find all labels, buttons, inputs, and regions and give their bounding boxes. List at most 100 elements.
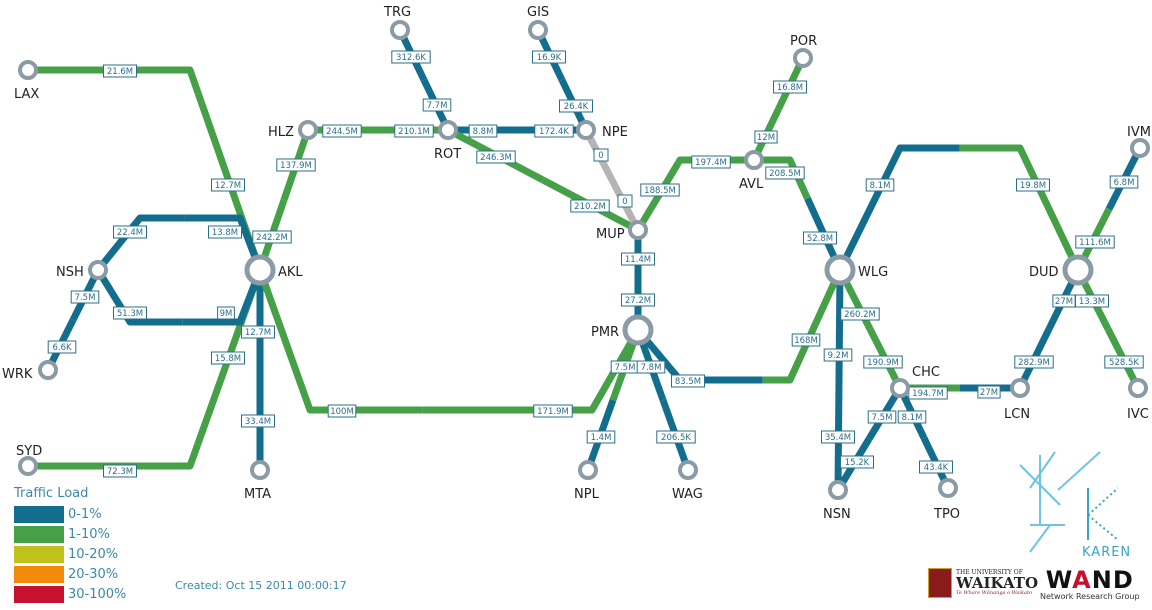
node-por[interactable]: [793, 48, 813, 68]
node-label-pmr: PMR: [591, 325, 619, 340]
node-label-wlg: WLG: [858, 265, 888, 280]
node-syd[interactable]: [18, 456, 38, 476]
link-label-box: [476, 150, 516, 164]
node-akl[interactable]: [244, 254, 276, 286]
link-label-box: [691, 155, 731, 169]
link-label-avl-wlg-back: 52.8M: [803, 231, 837, 245]
node-label-tpo: TPO: [933, 507, 960, 522]
link-label-box: [791, 333, 821, 347]
link-label-box: [977, 385, 1001, 399]
link-label-trg-rot-out: 312.6K: [391, 50, 431, 64]
node-label-lcn: LCN: [1004, 407, 1030, 422]
link-label-box: [1075, 235, 1115, 249]
link-label-box: [803, 231, 837, 245]
link-label-dud-lcn-out: 27M: [1052, 294, 1076, 308]
waikato-name: WAIKATO: [956, 574, 1039, 592]
link-label-nsh-akl-top-back: 13.8M: [208, 225, 242, 239]
link-label-box: [208, 225, 242, 239]
karen-wordmark: KAREN: [1082, 545, 1131, 560]
node-dud[interactable]: [1062, 254, 1094, 286]
link-label-akl-pmr-back: 171.9M: [533, 404, 573, 418]
link-label-box: [1016, 178, 1050, 192]
link-nsh-akl-bot-out: [95, 268, 183, 326]
node-npe[interactable]: [576, 120, 596, 140]
link-label-text: 210.1M: [398, 127, 430, 137]
node-mup[interactable]: [628, 220, 648, 240]
link-akl-pmr-out: [256, 268, 423, 414]
node-nsh[interactable]: [88, 260, 108, 280]
node-mta[interactable]: [250, 460, 270, 480]
link-label-text: 1.4M: [591, 433, 612, 443]
link-label-box: [276, 158, 316, 172]
link-label-mup-avl-out: 188.5M: [640, 183, 680, 197]
node-ivm[interactable]: [1130, 138, 1150, 158]
node-label-hlz: HLZ: [268, 125, 294, 140]
link-label-wlg-nsn-back: 35.4M: [821, 430, 855, 444]
link-label-box: [241, 325, 275, 339]
link-label-box: [863, 355, 903, 369]
link-label-syd-akl-back: 15.8M: [211, 351, 245, 365]
wand-a: A: [1072, 566, 1092, 594]
link-label-chc-nsn-out: 7.5M: [867, 410, 897, 424]
node-lcn[interactable]: [1010, 378, 1030, 398]
links-layer: [28, 28, 1144, 492]
link-label-nsh-akl-bot-out: 51.3M: [113, 306, 147, 320]
node-label-gis: GIS: [527, 5, 549, 20]
wand-nd: ND: [1091, 566, 1134, 594]
node-tpo[interactable]: [938, 478, 958, 498]
link-label-box: [422, 98, 452, 112]
link-label-text: 52.8M: [807, 234, 833, 244]
link-label-text: 19.8M: [1020, 181, 1046, 191]
link-label-box: [867, 410, 897, 424]
link-label-hlz-rot-back: 210.1M: [394, 124, 434, 138]
legend-item: 0-1%: [14, 505, 126, 523]
node-label-ivc: IVC: [1127, 407, 1149, 422]
node-chc[interactable]: [890, 378, 910, 398]
legend-swatch: [14, 545, 64, 563]
link-label-text: 9.2M: [828, 351, 849, 361]
link-label-text: 246.3M: [480, 153, 512, 163]
node-ivc[interactable]: [1128, 378, 1148, 398]
link-label-box: [1109, 175, 1139, 189]
node-wlg[interactable]: [824, 254, 856, 286]
node-label-wag: WAG: [672, 487, 703, 502]
node-npl[interactable]: [578, 460, 598, 480]
link-label-box: [821, 430, 855, 444]
link-label-chc-nsn-back: 15.2K: [840, 455, 874, 469]
link-label-text: 188.5M: [644, 186, 676, 196]
node-trg[interactable]: [390, 20, 410, 40]
node-label-npe: NPE: [602, 125, 628, 140]
link-label-box: [211, 178, 245, 192]
link-label-text: 6.6K: [52, 343, 72, 353]
node-hlz[interactable]: [298, 120, 318, 140]
link-label-box: [636, 360, 666, 374]
node-lax[interactable]: [18, 60, 38, 80]
link-label-box: [1014, 355, 1054, 369]
node-rot[interactable]: [438, 120, 458, 140]
link-label-box: [840, 307, 880, 321]
link-label-text: 27M: [980, 388, 998, 398]
node-pmr[interactable]: [622, 314, 654, 346]
link-label-box: [322, 124, 362, 138]
legend-label: 30-100%: [68, 586, 127, 602]
node-label-avl: AVL: [739, 177, 764, 192]
node-label-akl: AKL: [278, 265, 303, 280]
node-wrk[interactable]: [38, 360, 58, 380]
link-label-text: 282.9M: [1018, 358, 1050, 368]
link-label-box: [621, 252, 655, 266]
link-label-box: [586, 430, 616, 444]
link-label-gis-npe-back: 26.4K: [559, 99, 593, 113]
link-label-rot-npe-back: 172.4K: [534, 124, 574, 138]
link-wlg-dud-back: [959, 144, 1082, 272]
node-nsn[interactable]: [828, 480, 848, 500]
node-wag[interactable]: [678, 460, 698, 480]
link-label-box: [865, 178, 895, 192]
legend-label: 1-10%: [68, 526, 110, 542]
legend-swatch: [14, 505, 64, 523]
node-avl[interactable]: [744, 150, 764, 170]
node-gis[interactable]: [528, 20, 548, 40]
link-label-dud-lcn-back: 282.9M: [1014, 355, 1054, 369]
link-label-text: 83.5M: [675, 377, 701, 387]
link-label-text: 72.3M: [107, 467, 133, 477]
link-label-box: [534, 124, 574, 138]
